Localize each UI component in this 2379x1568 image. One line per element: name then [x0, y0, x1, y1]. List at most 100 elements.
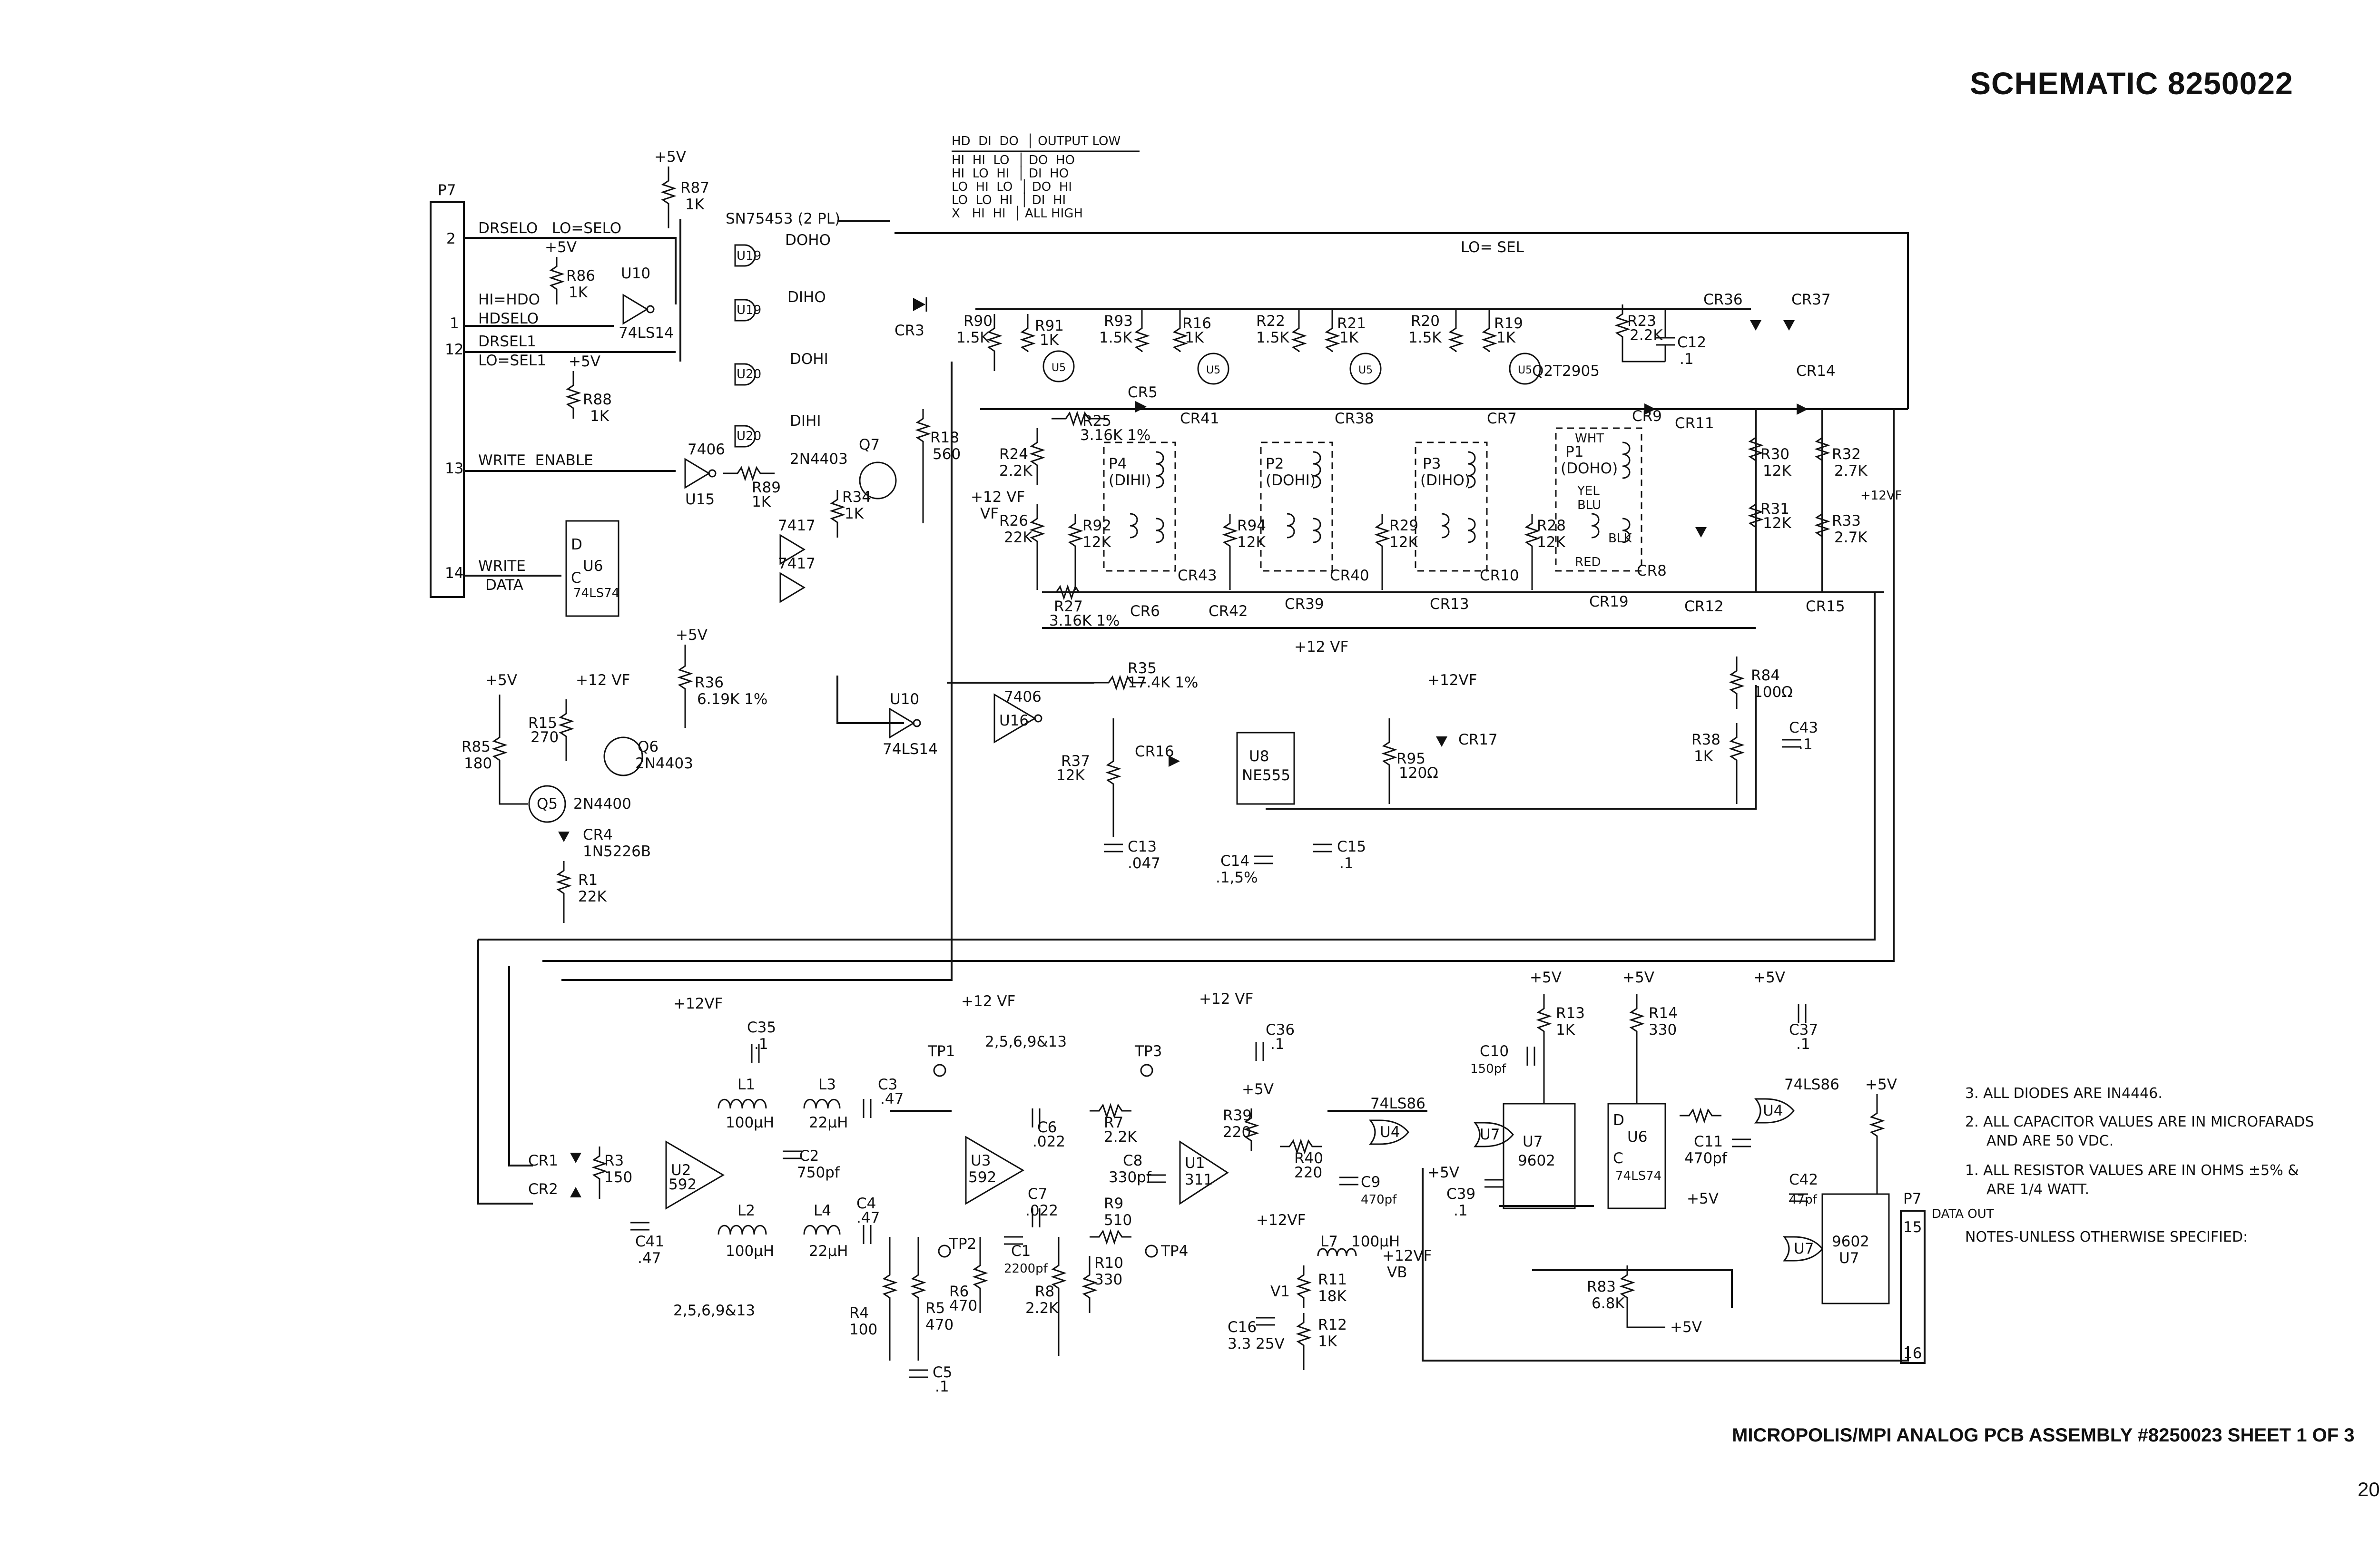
value-label: 1K [1339, 329, 1359, 346]
resistor-r11: +5V R13 1K [1530, 969, 1585, 1104]
gate-u10-top: U10 74LS14 [619, 265, 674, 342]
chip-ref: U4 [1380, 1124, 1400, 1141]
chip-ref: U10 [621, 265, 650, 282]
supply-label: VF [980, 505, 999, 522]
supply-label: VB [1387, 1264, 1407, 1281]
ref-label: CR11 [1675, 415, 1714, 432]
capacitor-c36: C36 .1 [1255, 1021, 1295, 1061]
value-label: 100Ω [1753, 684, 1793, 701]
ref-label: R91 [1035, 317, 1064, 334]
capacitor-c4: C4 .47 [856, 1195, 880, 1244]
tp-label: TP4 [1160, 1243, 1188, 1260]
flipflop-u6-left: D C U6 74LS74 [565, 520, 619, 617]
resistor-r92: R92 12K [1067, 514, 1111, 590]
transistor-q7: Q7 2N4403 [790, 436, 897, 500]
resistor-r20: R20 1.5K [1408, 309, 1464, 352]
chip-type: 7417 [778, 517, 816, 534]
note-line: 3. ALL DIODES ARE IN4446. [1965, 1085, 2163, 1102]
ref-label: CR4 [583, 826, 613, 843]
head-ref: P2 [1266, 455, 1284, 472]
note-line: 2. ALL CAPACITOR VALUES ARE IN MICROFARA… [1965, 1114, 2314, 1130]
ref-label: R89 [752, 479, 781, 496]
chip-type: 7406 [688, 441, 725, 458]
tp-label: TP2 [949, 1235, 976, 1253]
capacitor-c13: C13 .047 [1104, 838, 1160, 872]
truth-table: HD DI DO │ OUTPUT LOW HI HI LO │ DO HO H… [952, 133, 1140, 221]
diode-ref: CR43 [1178, 567, 1217, 584]
resistor-r24: R24 2.2K [999, 428, 1045, 485]
ref-label: R27 [1054, 598, 1083, 615]
ref-label: R6 [949, 1283, 969, 1300]
value-label: 22K [578, 888, 607, 905]
value-label: .47 [880, 1090, 904, 1107]
pin-number: 15 [1903, 1219, 1922, 1236]
diode-cr1: CR1 [528, 1152, 581, 1169]
truth-table-row: LO HI LO │ DO HI [952, 179, 1072, 194]
ref-label: R39 [1223, 1107, 1252, 1124]
fanout-label: 2,5,6,9&13 [985, 1033, 1067, 1050]
ref-label: R90 [963, 313, 993, 330]
supply-label: +5V [1687, 1190, 1719, 1207]
or-gate-u7: U7 [1782, 1236, 1823, 1262]
resistor-r83: +5V [1865, 1076, 1897, 1194]
supply-label: +12 VF [971, 489, 1025, 506]
chip-ref: U7 [1794, 1240, 1814, 1257]
ref-label: C37 [1789, 1021, 1818, 1039]
value-label: 470 [925, 1316, 954, 1333]
supply-label: +5V [654, 148, 686, 166]
chip-type: 74LS14 [619, 324, 674, 342]
connector-p7-left: P7 2 1 12 13 14 DRSELO LO=SELO HI=HDO HD… [430, 182, 621, 598]
note-line: NOTES-UNLESS OTHERWISE SPECIFIED: [1965, 1229, 2248, 1245]
diode-cr3: CR3 [895, 297, 927, 339]
ref-label: C36 [1266, 1021, 1295, 1039]
ref-label: C6 [1037, 1119, 1057, 1136]
transistor-q6: +12 VF Q6 2N4403 [576, 672, 693, 776]
value-label: 1K [1040, 332, 1059, 349]
resistor-r88: +5V R88 1K [565, 353, 612, 425]
diode-cr5: CR5 [1128, 384, 1158, 412]
value-label: 100µH [726, 1114, 774, 1131]
ref-label: R29 [1389, 517, 1418, 534]
inductor-l1: L1 100µH [718, 1076, 774, 1131]
resistor-r10: R40 220 [1280, 1138, 1323, 1181]
ref-label: C8 [1123, 1152, 1142, 1169]
connector-label: P7 [1903, 1190, 1921, 1207]
xor-u7-gate: U7 [1473, 1122, 1514, 1147]
value-label: 1.5K [1256, 329, 1289, 346]
resistor-r39: R11 18K [1296, 1265, 1347, 1308]
ref-label: R18 [930, 429, 959, 446]
head-ref: P4 [1109, 455, 1127, 472]
chip-type: 592 [968, 1169, 996, 1186]
value-label: 12K [1537, 534, 1565, 551]
ref-label: R93 [1104, 313, 1133, 330]
truth-table-row: HI LO HI │ DI HO [952, 166, 1069, 181]
capacitor-c2: C2 750pf [783, 1147, 840, 1181]
transistor-ref: Q6 [638, 738, 659, 755]
wire-color: WHT [1575, 431, 1604, 446]
ref-label: R7 [1104, 1114, 1123, 1131]
ref-label: C4 [856, 1195, 876, 1212]
v1-label: V1 [1270, 1283, 1290, 1300]
value-label: 330 [1094, 1271, 1122, 1288]
test-point-tp1: TP1 [927, 1043, 955, 1077]
signal-label: HDSELO [478, 310, 539, 327]
sheet-footer: MICROPOLIS/MPI ANALOG PCB ASSEMBLY #8250… [1732, 1425, 2355, 1446]
value-label: 100µH [726, 1243, 774, 1260]
chip-ref: U5 [1052, 362, 1066, 374]
value-label: 560 [933, 446, 961, 463]
value-label: .1 [1799, 736, 1813, 753]
signal-label: WRITE ENABLE [478, 452, 593, 469]
chip-ref: U5 [1206, 364, 1220, 376]
value-label: 100 [849, 1321, 877, 1338]
value-label: 470pf [1684, 1150, 1728, 1167]
ref-label: R88 [583, 391, 612, 408]
resistor-r27: R27 3.16K 1% [1042, 584, 1120, 629]
resistor-r1: R3 150 [591, 1147, 632, 1199]
pin-label: D [571, 536, 582, 553]
head-p1: P1 (DOHO) WHT YEL BLU BLK RED [1555, 427, 1642, 572]
ref-label: CR2 [528, 1181, 558, 1198]
signal-label: HI=HDO [478, 291, 540, 308]
transistor-u5-c: U5 [1349, 353, 1382, 385]
value-label: 220 [1223, 1124, 1251, 1141]
value-label: 120Ω [1399, 764, 1438, 782]
